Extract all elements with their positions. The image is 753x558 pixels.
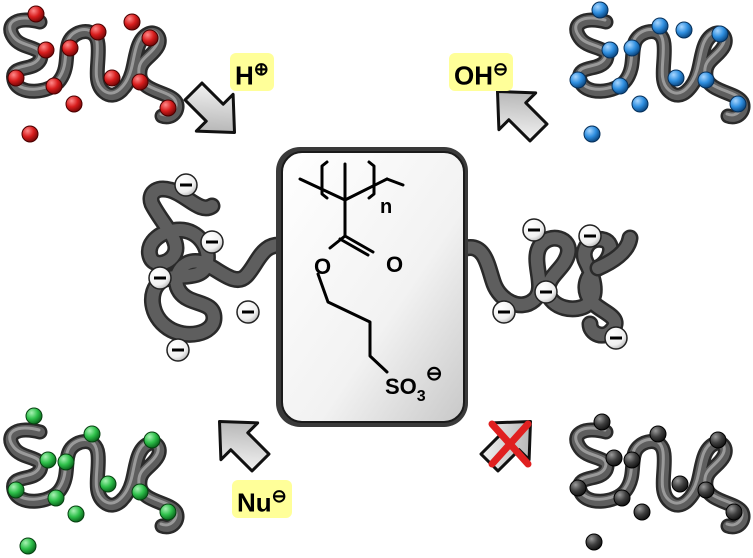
anion-bead (604, 326, 628, 350)
blue-bead (591, 1, 609, 19)
acid-charge: ⊕ (253, 59, 269, 79)
red-bead (159, 99, 177, 117)
monomer-structure-box: n O O SO3⊖ (276, 147, 468, 427)
blue-bead (611, 77, 629, 95)
grey-bead (613, 489, 631, 507)
green-bead (57, 453, 75, 471)
red-bead (103, 69, 121, 87)
red-bead-group (7, 5, 177, 143)
red-bead (37, 41, 55, 59)
grey-bead (649, 425, 667, 443)
blue-bead (729, 95, 747, 113)
anion-bead (522, 218, 546, 242)
green-bead (99, 475, 117, 493)
red-bead (141, 29, 159, 47)
blue-bead (711, 25, 729, 43)
red-bead (45, 77, 63, 95)
carbonyl-oxygen-label: O (386, 252, 403, 277)
blue-bead (651, 17, 669, 35)
blue-bead (675, 21, 693, 39)
red-bead (131, 73, 149, 91)
grey-bead (671, 475, 689, 493)
red-x-icon (488, 420, 532, 468)
grey-bead (623, 451, 641, 469)
blue-bead (583, 125, 601, 143)
green-bead (19, 537, 37, 555)
blue-bead (631, 95, 649, 113)
anion-bead-group (148, 173, 628, 362)
blue-bead-group (569, 1, 747, 143)
polymer-chain-left (140, 180, 295, 343)
anion-bead (236, 300, 260, 324)
polymer-chain-right-tail (589, 229, 639, 277)
anion-bead (148, 266, 172, 290)
red-bead (21, 125, 39, 143)
grey-bead (593, 413, 611, 431)
green-bead (39, 451, 57, 469)
ether-oxygen-label: O (314, 254, 331, 279)
base-label: OH⊖ (449, 53, 514, 91)
green-bead (7, 481, 25, 499)
anion-bead (166, 338, 190, 362)
anion-bead (492, 300, 516, 324)
anion-bead (174, 173, 198, 197)
anion-bead (578, 224, 602, 248)
green-bead (47, 489, 65, 507)
green-bead-group (7, 407, 177, 555)
grey-bead (605, 449, 623, 467)
green-bead (143, 431, 161, 449)
nucleophile-text: Nu (237, 487, 272, 518)
blue-bead (601, 41, 619, 59)
skeletal-formula (298, 160, 405, 374)
base-text: OH (454, 60, 493, 91)
green-bead (83, 425, 101, 443)
acid-text: H (235, 60, 254, 91)
grey-bead (697, 481, 715, 499)
red-bead (89, 23, 107, 41)
polymer-inert (569, 413, 743, 551)
blue-bead (667, 69, 685, 87)
grey-bead-group (569, 413, 743, 551)
grey-bead (585, 533, 603, 551)
base-charge: ⊖ (493, 59, 509, 79)
red-bead (123, 13, 141, 31)
blue-bead (569, 71, 587, 89)
blue-bead (697, 71, 715, 89)
grey-bead (569, 479, 587, 497)
grey-bead (725, 503, 743, 521)
anion-bead (534, 280, 558, 304)
green-bead (131, 483, 149, 501)
red-bead (27, 5, 45, 23)
polymer-chain-right (457, 229, 624, 344)
polymer-acid-product (7, 5, 177, 143)
green-bead (25, 407, 43, 425)
sulfonate-label: SO3⊖ (385, 363, 442, 405)
green-bead (67, 505, 85, 523)
nucleophile-charge: ⊖ (271, 486, 287, 506)
grey-bead (633, 503, 651, 521)
red-bead (7, 69, 25, 87)
arrow-nucleophile (199, 401, 281, 483)
nucleophile-label: Nu⊖ (232, 480, 292, 518)
acid-label: H⊕ (230, 53, 274, 91)
repeat-subscript: n (380, 196, 392, 218)
anion-bead (200, 230, 224, 254)
grey-bead (709, 431, 727, 449)
polymer-nucleophile-product (7, 407, 177, 555)
polymer-base-product (569, 1, 747, 143)
red-bead (61, 39, 79, 57)
green-bead (159, 503, 177, 521)
red-bead (65, 95, 83, 113)
blue-bead (623, 39, 641, 57)
